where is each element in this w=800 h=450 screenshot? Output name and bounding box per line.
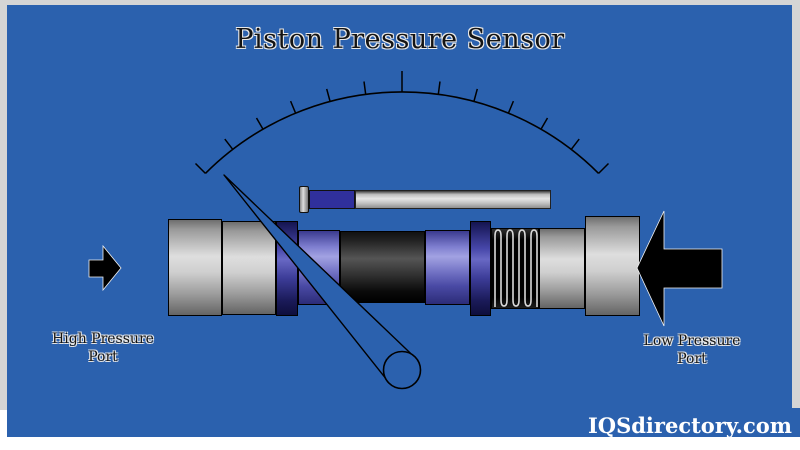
cylinder-end-cap-right xyxy=(585,216,640,316)
sleeve-left xyxy=(298,230,340,305)
low-pressure-line2: Port xyxy=(677,351,707,367)
diagram-background xyxy=(7,5,792,437)
low-pressure-line1: Low Pressure xyxy=(643,333,741,349)
frame-border-top xyxy=(0,0,800,5)
diagram-background-corner xyxy=(792,408,800,437)
cylinder-end-cap-left xyxy=(168,219,222,316)
cylinder-body-right xyxy=(539,228,585,309)
bolt-shaft xyxy=(355,190,551,209)
bolt-shank-blue xyxy=(309,190,355,209)
frame-border-left xyxy=(0,0,7,410)
spring-coil-icon xyxy=(494,229,538,307)
high-pressure-line2: Port xyxy=(88,349,118,365)
spring-housing xyxy=(491,228,539,309)
high-pressure-line1: High Pressure xyxy=(52,331,154,347)
low-pressure-port-label: Low Pressure Port xyxy=(617,332,767,368)
sleeve-right xyxy=(425,230,470,305)
flange-ring-left xyxy=(276,221,298,316)
page-title: Piston Pressure Sensor xyxy=(235,24,565,55)
bolt-head xyxy=(299,186,309,213)
high-pressure-port-label: High Pressure Port xyxy=(28,330,178,366)
flange-ring-right xyxy=(470,221,491,316)
piston-core xyxy=(340,231,425,303)
frame-border-right xyxy=(792,0,800,408)
watermark-text: IQSdirectory.com xyxy=(587,413,792,438)
cylinder-body-left xyxy=(222,221,276,315)
